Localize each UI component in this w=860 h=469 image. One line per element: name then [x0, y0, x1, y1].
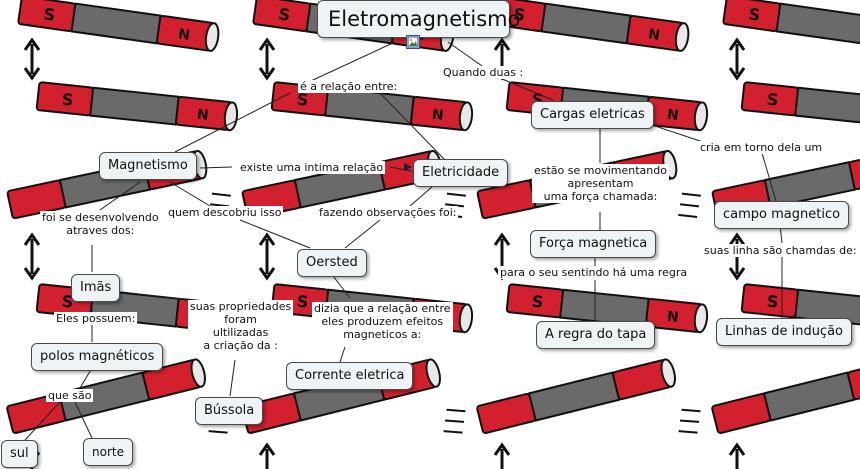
link-intima: existe uma intima relação	[238, 161, 386, 174]
link-desenvolvendo: foi se desenvolvendo atraves dos:	[40, 211, 161, 237]
concept-corrente[interactable]: Corrente eletrica	[286, 362, 414, 390]
link-propriedades-line-3: ultilizadas	[212, 326, 269, 339]
concept-campo[interactable]: campo magnetico	[714, 201, 850, 229]
magnet-label-s: S	[766, 292, 779, 312]
magnet-label-n: N	[666, 309, 679, 326]
link-quando: Quando duas :	[441, 66, 526, 79]
link-dizia: dizia que a relação entre eles produzem …	[312, 302, 453, 341]
magnet-label-s: S	[61, 292, 74, 312]
link-relacao: é a relação entre:	[298, 80, 400, 93]
magnet-label-s: S	[747, 4, 761, 24]
link-movimentando-line-2: apresentam	[567, 177, 634, 190]
link-sentido: para o seu sentindo há uma regra	[498, 266, 690, 279]
magnet-decoration: SN	[17, 0, 220, 52]
link-desenvolvendo-line-2: atraves dos:	[66, 224, 135, 237]
magnet-label-n: N	[196, 107, 209, 124]
magnet-decoration: SN	[740, 81, 860, 126]
link-cria: cria em torno dela um	[698, 141, 825, 154]
concept-eletromagnetismo[interactable]: Eletromagnetismo	[317, 0, 520, 38]
magnet-label-s: S	[512, 4, 526, 24]
link-possuem: Eles possuem:	[54, 312, 138, 325]
concept-bussola[interactable]: Bússola	[195, 397, 264, 425]
magnet-decoration: SN	[722, 0, 860, 45]
link-dizia-line-2: eles produzem efeitos	[321, 315, 444, 328]
magnet-decoration: SN	[35, 81, 239, 132]
link-propriedades-line-2: foram	[224, 313, 257, 326]
concept-polos[interactable]: polos magnéticos	[31, 343, 164, 371]
concept-sul[interactable]: sul	[1, 440, 38, 468]
magnet-label-s: S	[531, 292, 544, 312]
image-attachment-icon[interactable]	[406, 35, 420, 49]
double-arrow-decoration	[728, 442, 746, 469]
magnet-decoration	[678, 359, 860, 434]
concept-imas[interactable]: Imãs	[71, 274, 121, 302]
concept-tapa[interactable]: A regra do tapa	[536, 321, 656, 349]
double-arrow-decoration	[728, 37, 746, 81]
magnet-label-n: N	[177, 26, 191, 43]
concept-cargas[interactable]: Cargas eletricas	[531, 101, 654, 129]
double-arrow-decoration	[258, 37, 276, 81]
link-movimentando: estão se movimentando apresentam uma for…	[532, 164, 669, 203]
link-linhas-chamadas: suas linha são chamdas de:	[702, 244, 859, 257]
double-arrow-decoration	[258, 232, 276, 281]
link-dizia-line-3: magneticos a:	[343, 328, 422, 341]
magnet-decoration: SN	[505, 283, 709, 334]
concept-linhas[interactable]: Linhas de indução	[716, 318, 852, 346]
double-arrow-decoration	[258, 442, 276, 469]
link-descobriu: quem descobriu isso	[166, 206, 284, 219]
link-propriedades: suas propriedades foram ultilizadas a cr…	[188, 300, 294, 352]
link-observacoes: fazendo observações foi:	[317, 206, 459, 219]
magnet-label-s: S	[296, 292, 309, 312]
link-quesao: que são	[46, 389, 94, 402]
magnet-label-n: N	[431, 107, 444, 124]
link-propriedades-line-4: a criação da :	[203, 339, 278, 352]
magnet-label-s: S	[766, 90, 779, 110]
link-desenvolvendo-line-1: foi se desenvolvendo	[42, 211, 159, 224]
magnet-label-s: S	[42, 4, 56, 24]
concept-forca[interactable]: Força magnetica	[530, 230, 657, 258]
double-arrow-decoration	[23, 232, 41, 281]
concept-eletricidade[interactable]: Eletricidade	[413, 159, 509, 187]
double-arrow-decoration	[493, 442, 511, 469]
link-movimentando-line-1: estão se movimentando	[534, 164, 667, 177]
magnet-label-s: S	[61, 90, 74, 110]
magnet-decoration	[443, 358, 676, 434]
concept-oersted[interactable]: Oersted	[297, 249, 367, 277]
double-arrow-decoration	[23, 37, 41, 81]
magnet-label-s: S	[296, 90, 309, 110]
link-propriedades-line-1: suas propriedades	[190, 300, 292, 313]
concept-magnetismo[interactable]: Magnetismo	[99, 152, 197, 180]
concept-norte[interactable]: norte	[83, 438, 133, 466]
link-dizia-line-1: dizia que a relação entre	[314, 302, 451, 315]
magnet-label-s: S	[277, 4, 291, 24]
magnet-label-n: N	[647, 26, 661, 43]
magnet-label-n: N	[666, 107, 679, 124]
link-movimentando-line-3: uma força chamada:	[543, 190, 658, 203]
